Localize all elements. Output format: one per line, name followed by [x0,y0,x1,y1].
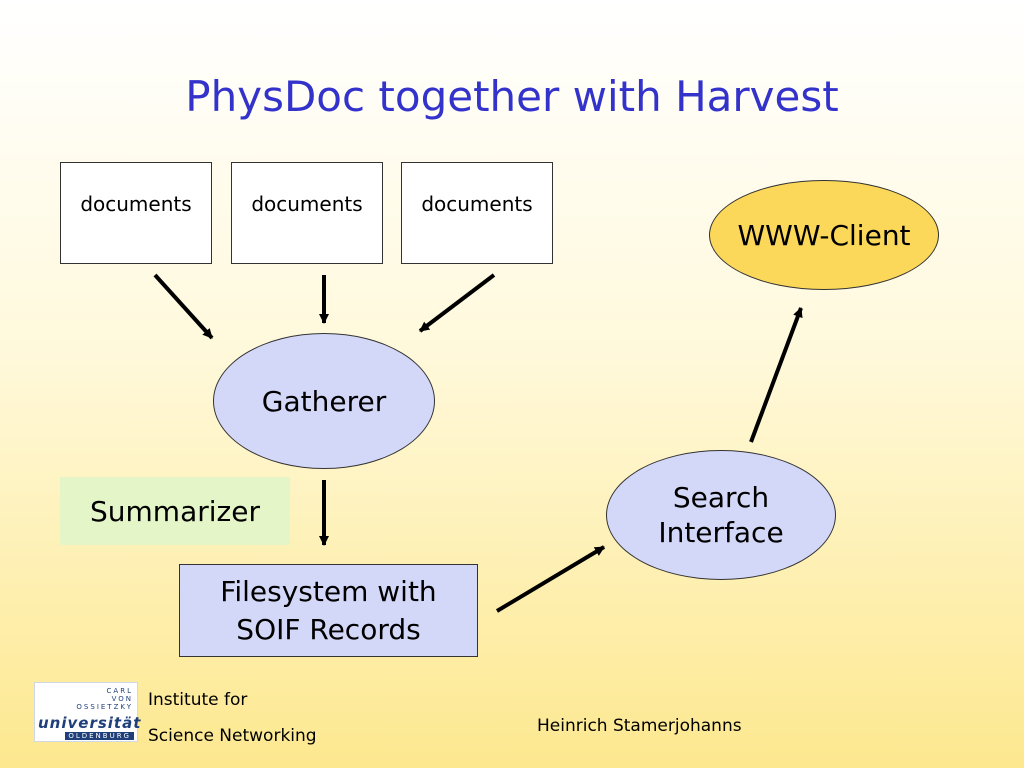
gatherer-node: Gatherer [213,333,435,469]
author-name: Heinrich Stamerjohanns [537,716,742,736]
summarizer-box: Summarizer [60,477,290,545]
logo-text-line5: OLDENBURG [65,732,134,740]
gatherer-label: Gatherer [261,384,387,418]
institute-line2: Science Networking [148,726,317,746]
documents-label-2: documents [251,192,363,216]
filesystem-box: Filesystem with SOIF Records [179,564,478,657]
documents-label-3: documents [421,192,533,216]
search-interface-node: Search Interface [606,450,836,580]
arrow-filesystem-to-search [495,545,606,613]
slide-title: PhysDoc together with Harvest [185,72,839,121]
www-client-label: WWW-Client [737,218,911,252]
documents-box-2: documents [231,162,383,264]
logo-text-line4: universität [38,714,142,732]
arrow-docs3-to-gatherer [418,273,496,333]
logo-text-line3: OSSIETZKY [76,703,133,711]
university-logo: CARL VON OSSIETZKY universität OLDENBURG [34,682,142,742]
documents-box-3: documents [401,162,553,264]
summarizer-label: Summarizer [90,494,260,528]
arrow-docs1-to-gatherer [153,273,214,340]
filesystem-label-line1: Filesystem with [220,574,437,608]
search-interface-label-line2: Interface [658,516,784,549]
logo-text-line1: CARL [106,687,133,695]
logo-text-line2: VON [111,695,133,703]
filesystem-label-line2: SOIF Records [236,612,421,646]
documents-box-1: documents [60,162,212,264]
documents-label-1: documents [80,192,192,216]
search-interface-label-line1: Search [672,481,770,514]
institute-line1: Institute for [148,690,248,710]
arrow-search-to-www-client [749,307,803,443]
www-client-node: WWW-Client [709,180,939,290]
